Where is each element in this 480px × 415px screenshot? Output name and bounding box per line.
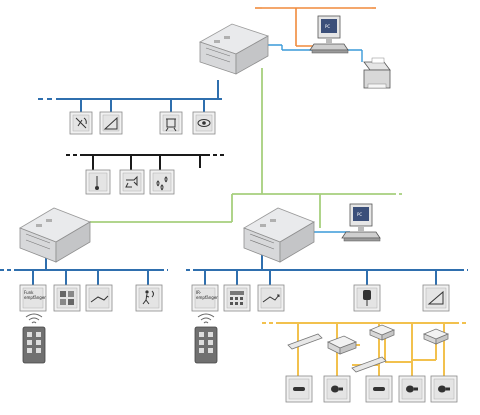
switch-panel-icon <box>53 284 81 312</box>
right-blue-bus <box>186 252 468 285</box>
bulb-dimmer-icon <box>430 375 458 403</box>
left-blue-bus <box>0 252 168 285</box>
lamp-icon <box>119 169 145 195</box>
ballast-box-right-1 <box>368 324 396 341</box>
pc-top-screen-label: PC <box>325 24 330 29</box>
bulb-dimmer-icon <box>398 375 426 403</box>
remote-control-right <box>194 313 218 364</box>
black-bus <box>66 154 226 170</box>
thermometer-icon <box>85 169 111 195</box>
top-blue-bus <box>38 80 225 112</box>
controller-top <box>199 23 269 75</box>
presence-sensor-icon <box>192 111 216 135</box>
weather-station-icon <box>69 111 93 135</box>
key-switch-icon <box>353 284 381 312</box>
keypad-icon <box>223 284 251 312</box>
receiver-right-line1: IR- <box>196 290 202 295</box>
ir-receiver-icon: IR- empfänger <box>191 284 219 312</box>
controller-left <box>19 207 91 263</box>
shutter-actuator-icon <box>257 284 285 312</box>
lamp-panel-icon <box>285 375 313 403</box>
printer <box>363 57 391 89</box>
controller-right <box>243 207 315 263</box>
receiver-left-line2: empfänger <box>24 295 46 300</box>
rain-sensor-icon <box>149 169 175 195</box>
fluorescent-tube-upper <box>287 333 323 350</box>
orange-network-link <box>255 7 378 47</box>
lamp-panel-icon <box>365 375 393 403</box>
motion-detector-icon <box>135 284 163 312</box>
receiver-left-line1: Funk <box>24 290 34 295</box>
ballast-box-right-2 <box>422 328 450 345</box>
bulb-dimmer-icon <box>323 375 351 403</box>
receiver-right-line2: empfänger <box>196 295 218 300</box>
projector-screen-icon <box>159 111 183 135</box>
pc-right-screen-label: PC <box>357 212 362 217</box>
pc-cable-link <box>260 44 363 233</box>
pc-right: PC <box>341 203 381 242</box>
radio-receiver-icon: Funk empfänger <box>19 284 47 312</box>
ballast-box-middle <box>327 335 357 355</box>
blind-actuator-icon <box>85 284 113 312</box>
dimmer-icon <box>99 111 123 135</box>
remote-control-left <box>22 313 46 364</box>
green-backbone-link <box>90 68 402 228</box>
pc-top: PC <box>309 15 349 54</box>
fluorescent-tube-lower <box>351 356 387 373</box>
dimmer-actuator-icon <box>422 284 450 312</box>
